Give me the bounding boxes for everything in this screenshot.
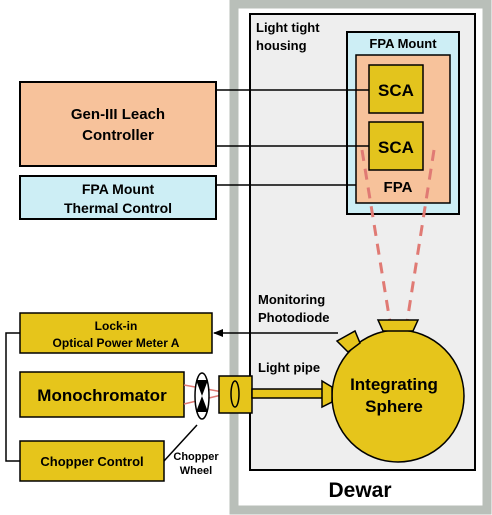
monochromator [19, 371, 185, 418]
sphere-input-port [321, 379, 333, 409]
photodiode-label-line1: Monitoring [258, 292, 325, 307]
thermal-control-line2: Thermal Control [64, 200, 172, 216]
chopper-wheel-line1: Chopper [173, 451, 219, 463]
lockin-line1: Lock-in [95, 319, 138, 333]
sphere-photodiode-port [335, 329, 361, 353]
light-pipe [251, 388, 325, 399]
lockin-meter [19, 312, 213, 354]
leach-controller [19, 81, 217, 167]
chopper-blade-bottom [196, 396, 208, 412]
thermal-control-line1: FPA Mount [82, 181, 155, 197]
monochromator-label: Monochromator [37, 386, 167, 405]
leach-controller-line2: Controller [82, 127, 154, 144]
lockin-line2: Optical Power Meter A [53, 336, 180, 350]
dewar-wall [229, 0, 492, 515]
lens-icon [230, 380, 240, 408]
fpa-label: FPA [384, 179, 413, 196]
thermal-control [19, 175, 217, 220]
sca-bottom-label: SCA [378, 138, 414, 157]
housing-label-line1: Light tight [256, 20, 320, 35]
light-pipe-label: Light pipe [258, 360, 320, 375]
line-chopper-to-lockin [5, 332, 20, 462]
line-control-to-wheel [163, 424, 198, 462]
beam-cone-left [360, 149, 392, 323]
sca-top-label: SCA [378, 81, 414, 100]
chopper-control-label: Chopper Control [40, 454, 143, 469]
chopper-blade-top [196, 380, 208, 396]
sphere-line2: Sphere [365, 397, 423, 416]
sphere-line1: Integrating [350, 375, 438, 394]
sca-top [368, 64, 424, 114]
beam-cone-right [405, 149, 436, 323]
fpa-mount-label: FPA Mount [369, 36, 437, 51]
dewar-label: Dewar [328, 479, 391, 502]
leach-controller-line1: Gen-III Leach [71, 106, 165, 123]
sphere-top-port [376, 319, 420, 332]
chopper-wheel-line2: Wheel [180, 465, 212, 477]
chopper-control [19, 440, 165, 482]
photodiode-label-line2: Photodiode [258, 310, 330, 325]
housing-label-line2: housing [256, 38, 307, 53]
